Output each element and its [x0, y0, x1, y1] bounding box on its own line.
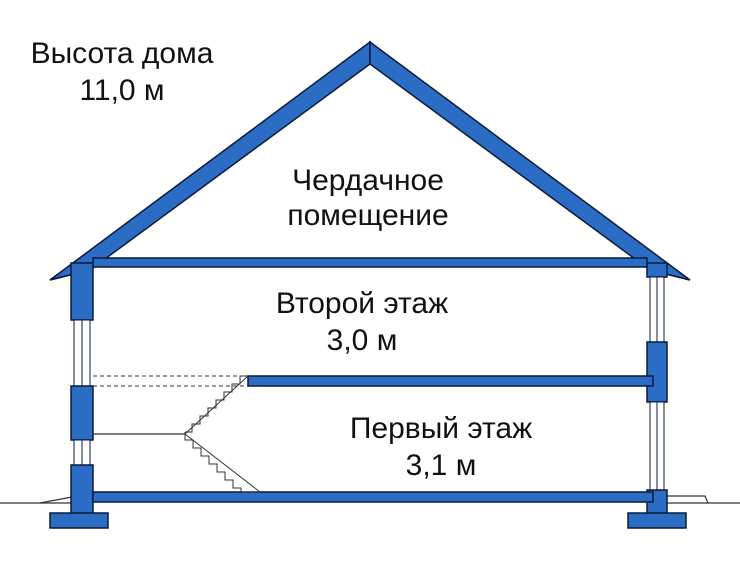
- attic-label-line2: помещение: [287, 199, 448, 232]
- roof-right-slope: [369, 40, 691, 281]
- first-floor-label: Первый этаж: [350, 412, 532, 445]
- stair-opening: [93, 375, 248, 387]
- second-floor-height: 3,0 м: [327, 324, 398, 357]
- left-wall-base-segment: [70, 464, 94, 516]
- house-height-label: Высота дома: [31, 37, 214, 70]
- second-floor-label: Второй этаж: [276, 287, 448, 320]
- staircase: [184, 375, 261, 493]
- left-wall-mid-segment: [70, 385, 94, 441]
- ground-line: [0, 495, 740, 504]
- attic-floor-slab: [92, 257, 648, 268]
- house-height-value: 11,0 м: [79, 74, 164, 107]
- right-foundation: [627, 512, 687, 529]
- right-wall-mid-segment: [646, 341, 668, 403]
- right-wall-top-segment: [646, 262, 668, 278]
- right-wall: [627, 262, 687, 529]
- left-foundation: [49, 512, 109, 529]
- left-wall-top-segment: [70, 262, 94, 321]
- first-floor-slab: [92, 491, 654, 503]
- attic-label-line1: Чердачное: [292, 164, 444, 197]
- second-floor-slab: [247, 375, 654, 387]
- first-floor-height: 3,1 м: [406, 449, 477, 482]
- left-wall: [49, 262, 109, 529]
